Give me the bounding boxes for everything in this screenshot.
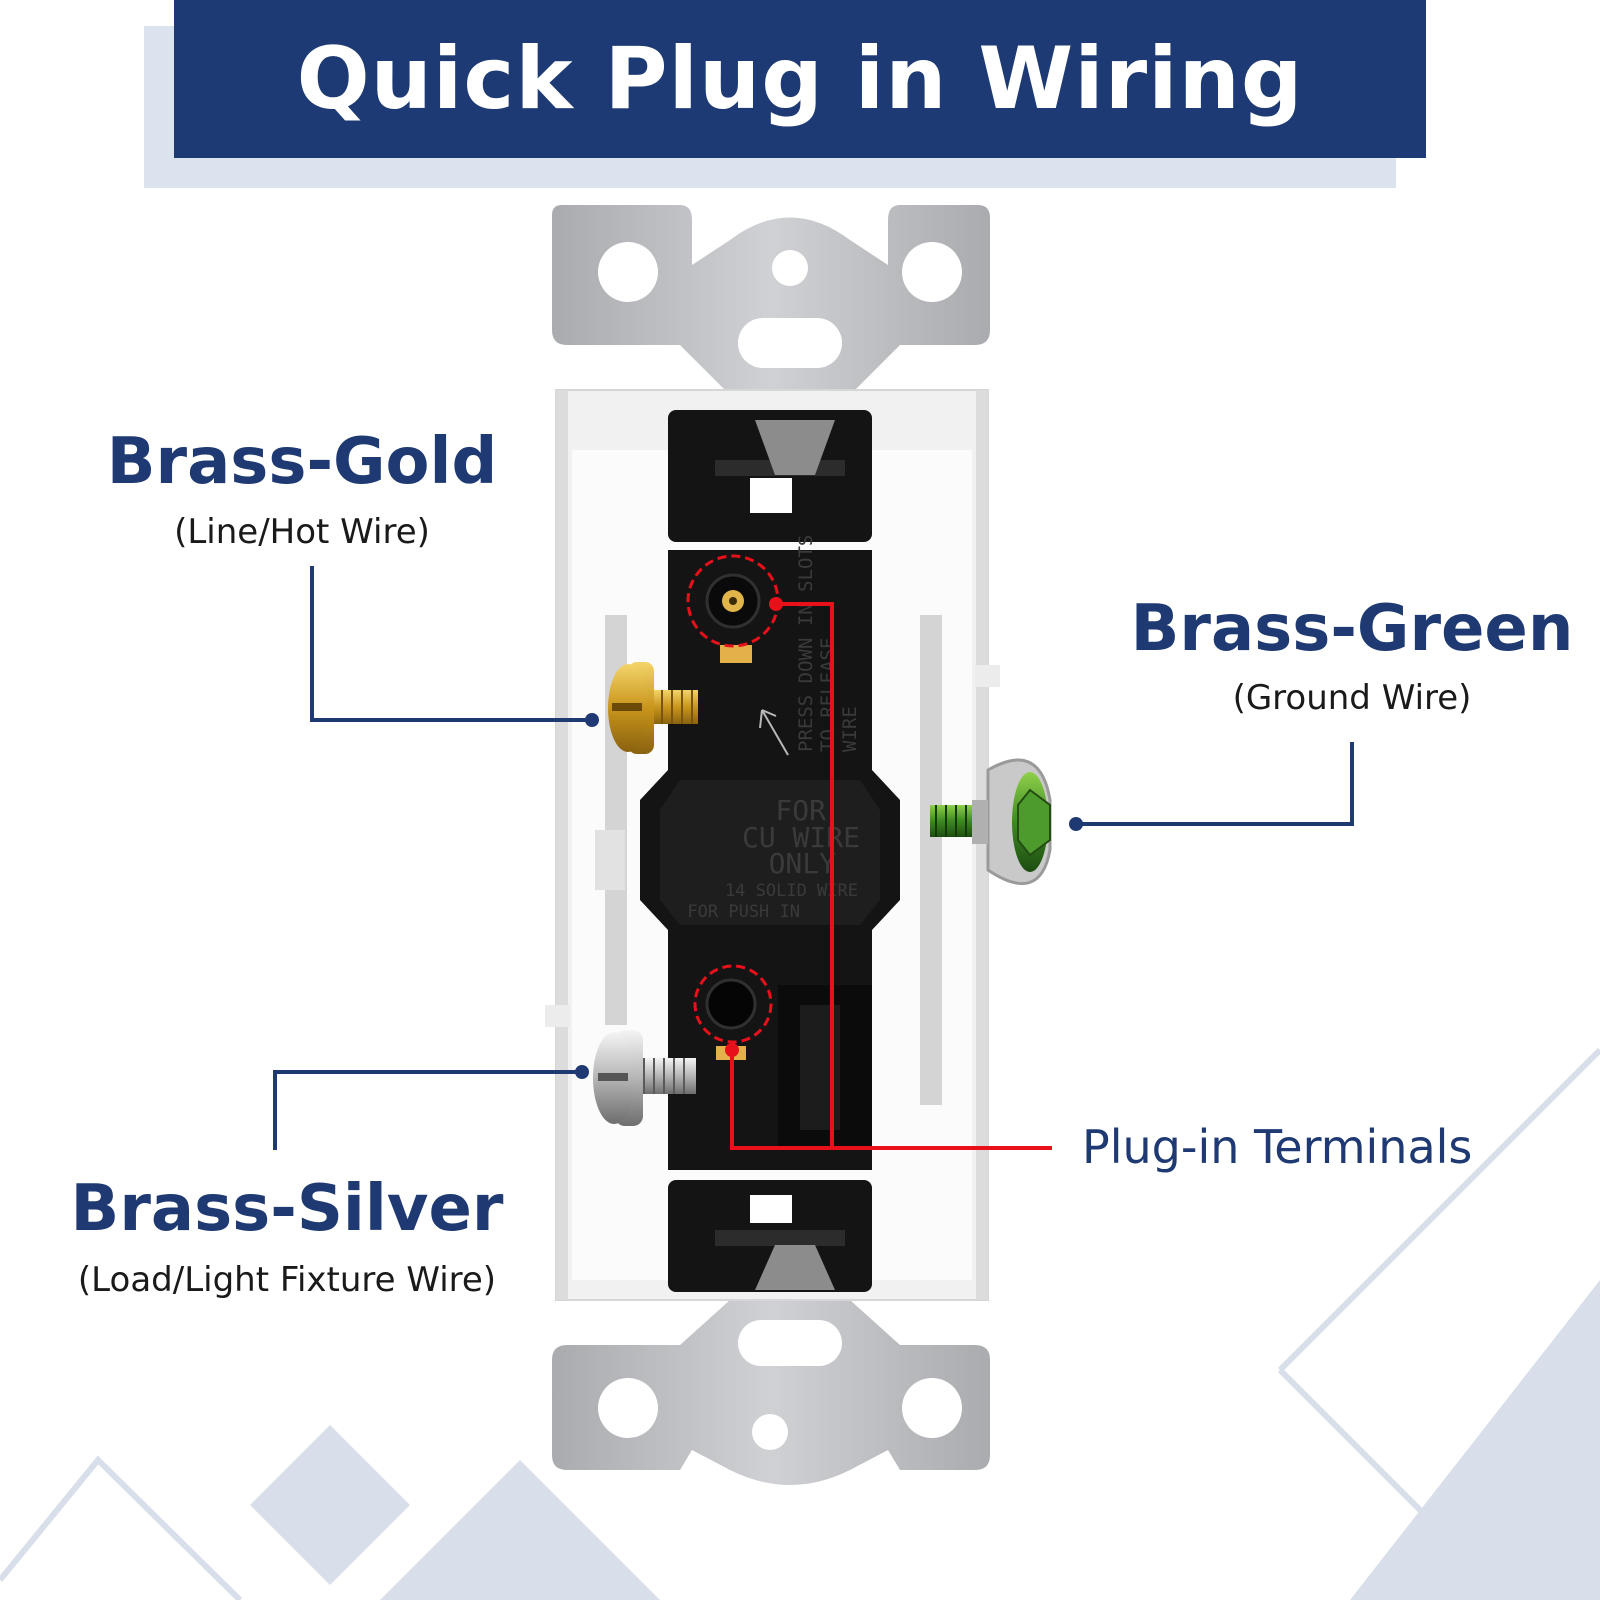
- brass-silver-desc: (Load/Light Fixture Wire): [77, 1260, 497, 1300]
- imprint-push-2: FOR PUSH IN: [687, 902, 800, 922]
- switch-body: [640, 410, 900, 1292]
- terminal-holes: [705, 573, 761, 1060]
- green-leader: [1076, 742, 1354, 826]
- leader-lines: [273, 566, 1354, 1150]
- imprint-cu-2: CU WIRE: [742, 821, 860, 854]
- brass-green-label: Brass-Green: [1130, 592, 1574, 666]
- bg-diamond: [250, 1425, 410, 1585]
- silver-leader: [273, 1070, 582, 1150]
- bg-line-right-2: [1277, 1367, 1513, 1600]
- silver-screw-icon: [593, 1030, 696, 1126]
- bg-line-right: [1277, 1047, 1600, 1373]
- plug-in-terminals-label: Plug-in Terminals: [1082, 1120, 1473, 1174]
- plug-in-terminal-markers: [686, 554, 1052, 1150]
- brass-silver-label: Brass-Silver: [70, 1172, 504, 1246]
- top-mounting-strap: [552, 205, 990, 395]
- bg-line-left: [0, 1455, 243, 1600]
- imprint-release-2: TO RELEASE: [817, 638, 839, 752]
- gold-leader: [310, 566, 592, 722]
- imprint-push-1: 14 SOLID WIRE: [725, 881, 858, 901]
- imprint-release-1: PRESS DOWN IN SLOTS: [795, 535, 817, 752]
- imprint-release-3: WIRE: [839, 706, 861, 752]
- ground-screw-icon: [930, 758, 1052, 886]
- brass-gold-desc: (Line/Hot Wire): [174, 512, 430, 552]
- brass-gold-label: Brass-Gold: [106, 425, 498, 499]
- brass-screw-icon: [608, 662, 698, 754]
- imprint-cu-1: FOR: [775, 794, 826, 827]
- imprint-cu-3: ONLY: [769, 847, 837, 880]
- title-banner: Quick Plug in Wiring: [174, 0, 1426, 158]
- bg-triangle-left: [380, 1460, 660, 1600]
- brass-green-desc: (Ground Wire): [1232, 678, 1472, 718]
- bg-triangle-right: [1350, 1280, 1600, 1600]
- bottom-mounting-strap: [552, 1300, 990, 1485]
- page-title: Quick Plug in Wiring: [296, 29, 1304, 129]
